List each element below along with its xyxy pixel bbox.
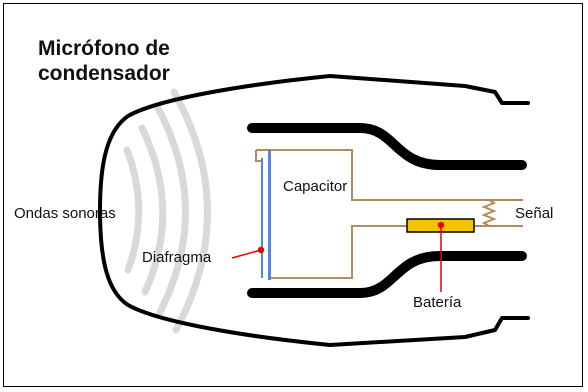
sound-wave-3 (154, 104, 189, 316)
sound-wave-1 (123, 146, 143, 274)
diaphragm (261, 158, 263, 278)
back-plates (247, 123, 527, 298)
housing-top (98, 74, 530, 212)
diaphragm-pointer-line (231, 249, 262, 259)
diagram-frame (3, 3, 583, 387)
title-line-2: condensador (38, 62, 170, 85)
resistor (481, 199, 497, 227)
housing-bottom (98, 208, 530, 347)
wire-battery (270, 225, 407, 279)
back-plate-bottom (247, 251, 527, 298)
sound-waves-label: Ondas sonoras (14, 205, 116, 222)
wire-capacitor (256, 149, 489, 201)
back-plate-top (247, 123, 527, 170)
diagram-title: Micrófono de condensador (38, 36, 170, 86)
title-line-1: Micrófono de (38, 37, 170, 60)
diaphragm-label: Diafragma (142, 249, 212, 266)
battery-pointer-dot (437, 221, 445, 229)
diaphragm-plate (268, 150, 271, 280)
capacitor-label: Capacitor (283, 178, 348, 195)
wiring (255, 149, 523, 279)
diaphragm-pointer-dot (257, 246, 265, 254)
signal-label: Señal (515, 205, 554, 222)
sound-waves (123, 88, 211, 334)
pointers (231, 221, 445, 292)
sound-wave-2 (138, 124, 167, 296)
battery-label: Batería (413, 294, 462, 311)
wire-diaphragm-top (255, 150, 262, 162)
microphone-housing (98, 74, 530, 347)
sound-wave-4 (170, 88, 211, 334)
